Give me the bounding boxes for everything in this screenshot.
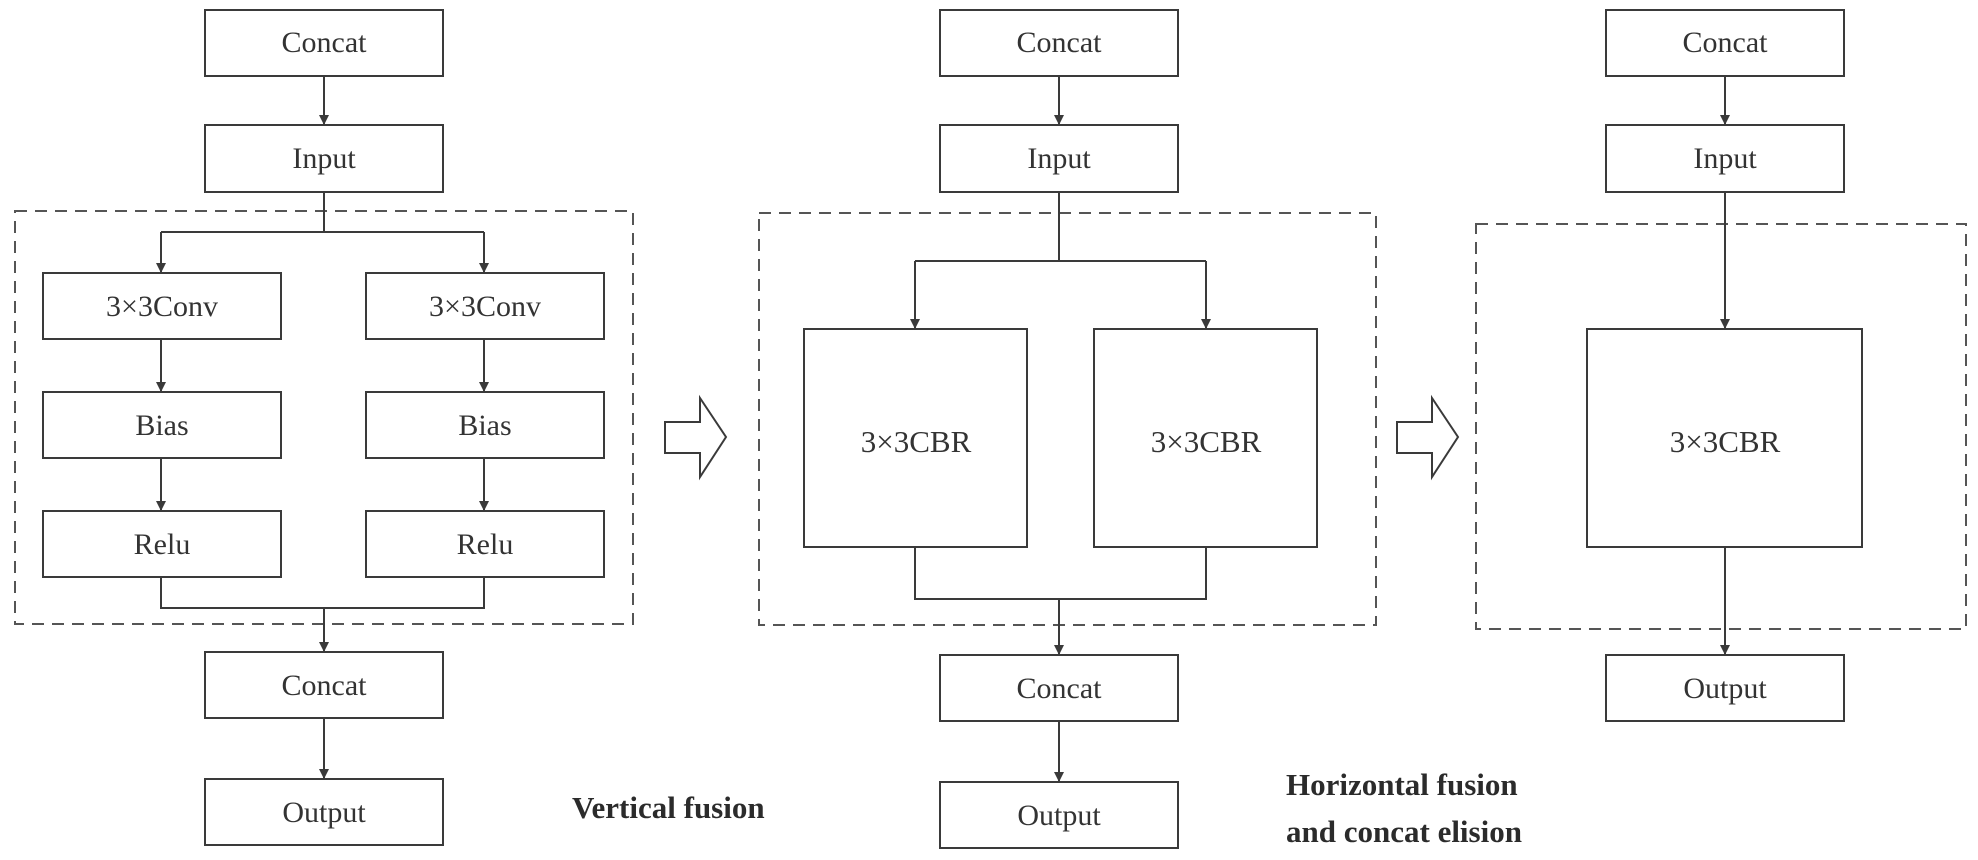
conv-left-box xyxy=(42,272,282,340)
conv-right-label: 3×3Conv xyxy=(429,290,541,323)
output-box xyxy=(204,778,444,846)
transition-arrow-2 xyxy=(1396,394,1460,481)
transition-arrow-1 xyxy=(664,394,728,481)
concat-top-box xyxy=(939,9,1179,77)
concat-top-label: Concat xyxy=(1683,26,1769,59)
concat-bottom-box xyxy=(939,654,1179,722)
input-box xyxy=(939,124,1179,193)
bias-right-label: Bias xyxy=(458,409,511,442)
bias-left-box xyxy=(42,391,282,459)
concat-bottom-box xyxy=(204,651,444,719)
relu-left-box xyxy=(42,510,282,578)
fusion-region-border xyxy=(758,212,1377,626)
cbr-right-label: 3×3CBR xyxy=(1151,424,1262,459)
concat-bottom-label: Concat xyxy=(1017,672,1103,705)
panel-vertical-fusion: Concat Input 3×3Conv 3×3Conv Bias Bias R… xyxy=(14,9,765,846)
cbr-label: 3×3CBR xyxy=(1670,424,1781,459)
input-box xyxy=(204,124,444,193)
input-label: Input xyxy=(292,142,356,175)
caption-horizontal-fusion-line2: and concat elision xyxy=(1286,814,1522,849)
output-label: Output xyxy=(1683,672,1767,705)
cbr-box xyxy=(1586,328,1863,548)
panel-horizontal-fusion: Concat Input 3×3CBR 3×3CBR Concat Output… xyxy=(758,9,1522,849)
cbr-left-box xyxy=(803,328,1028,548)
input-label: Input xyxy=(1027,142,1091,175)
merge-connector xyxy=(160,577,485,609)
merge-connector xyxy=(914,547,1207,600)
caption-horizontal-fusion-line1: Horizontal fusion xyxy=(1286,767,1518,802)
cbr-left-label: 3×3CBR xyxy=(861,424,972,459)
bias-right-box xyxy=(365,391,605,459)
output-box xyxy=(1605,654,1845,722)
output-label: Output xyxy=(282,796,366,829)
concat-bottom-label: Concat xyxy=(282,669,368,702)
concat-top-label: Concat xyxy=(282,26,368,59)
conv-left-label: 3×3Conv xyxy=(106,290,218,323)
relu-right-label: Relu xyxy=(457,528,514,561)
output-box xyxy=(939,781,1179,849)
fusion-region-border xyxy=(1475,223,1967,630)
concat-top-label: Concat xyxy=(1017,26,1103,59)
relu-left-label: Relu xyxy=(134,528,191,561)
panel-concat-elision: Concat Input 3×3CBR Output xyxy=(1475,9,1967,722)
input-box xyxy=(1605,124,1845,193)
conv-right-box xyxy=(365,272,605,340)
caption-vertical-fusion: Vertical fusion xyxy=(572,790,765,825)
output-label: Output xyxy=(1017,799,1101,832)
input-label: Input xyxy=(1693,142,1757,175)
bias-left-label: Bias xyxy=(135,409,188,442)
